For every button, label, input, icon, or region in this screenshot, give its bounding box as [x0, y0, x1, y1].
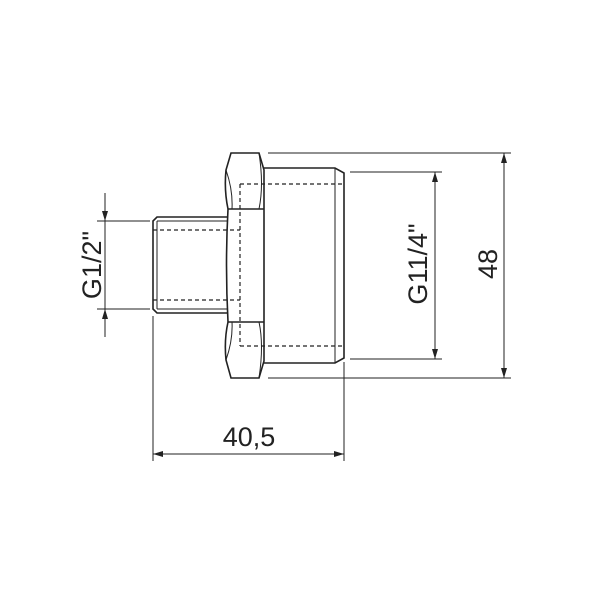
- hex-nut: [224, 152, 265, 379]
- dimension-large-thread: G11/4": [350, 171, 442, 360]
- small-thread: [152, 216, 240, 314]
- small-thread-label: G1/2": [77, 231, 107, 299]
- height-label: 48: [473, 249, 503, 279]
- large-thread: [239, 167, 345, 364]
- dimension-height: 48: [268, 152, 511, 379]
- dimension-small-thread: G1/2": [77, 193, 150, 337]
- length-label: 40,5: [223, 422, 276, 452]
- large-thread-label: G11/4": [403, 223, 433, 304]
- dimension-length: 40,5: [152, 316, 345, 461]
